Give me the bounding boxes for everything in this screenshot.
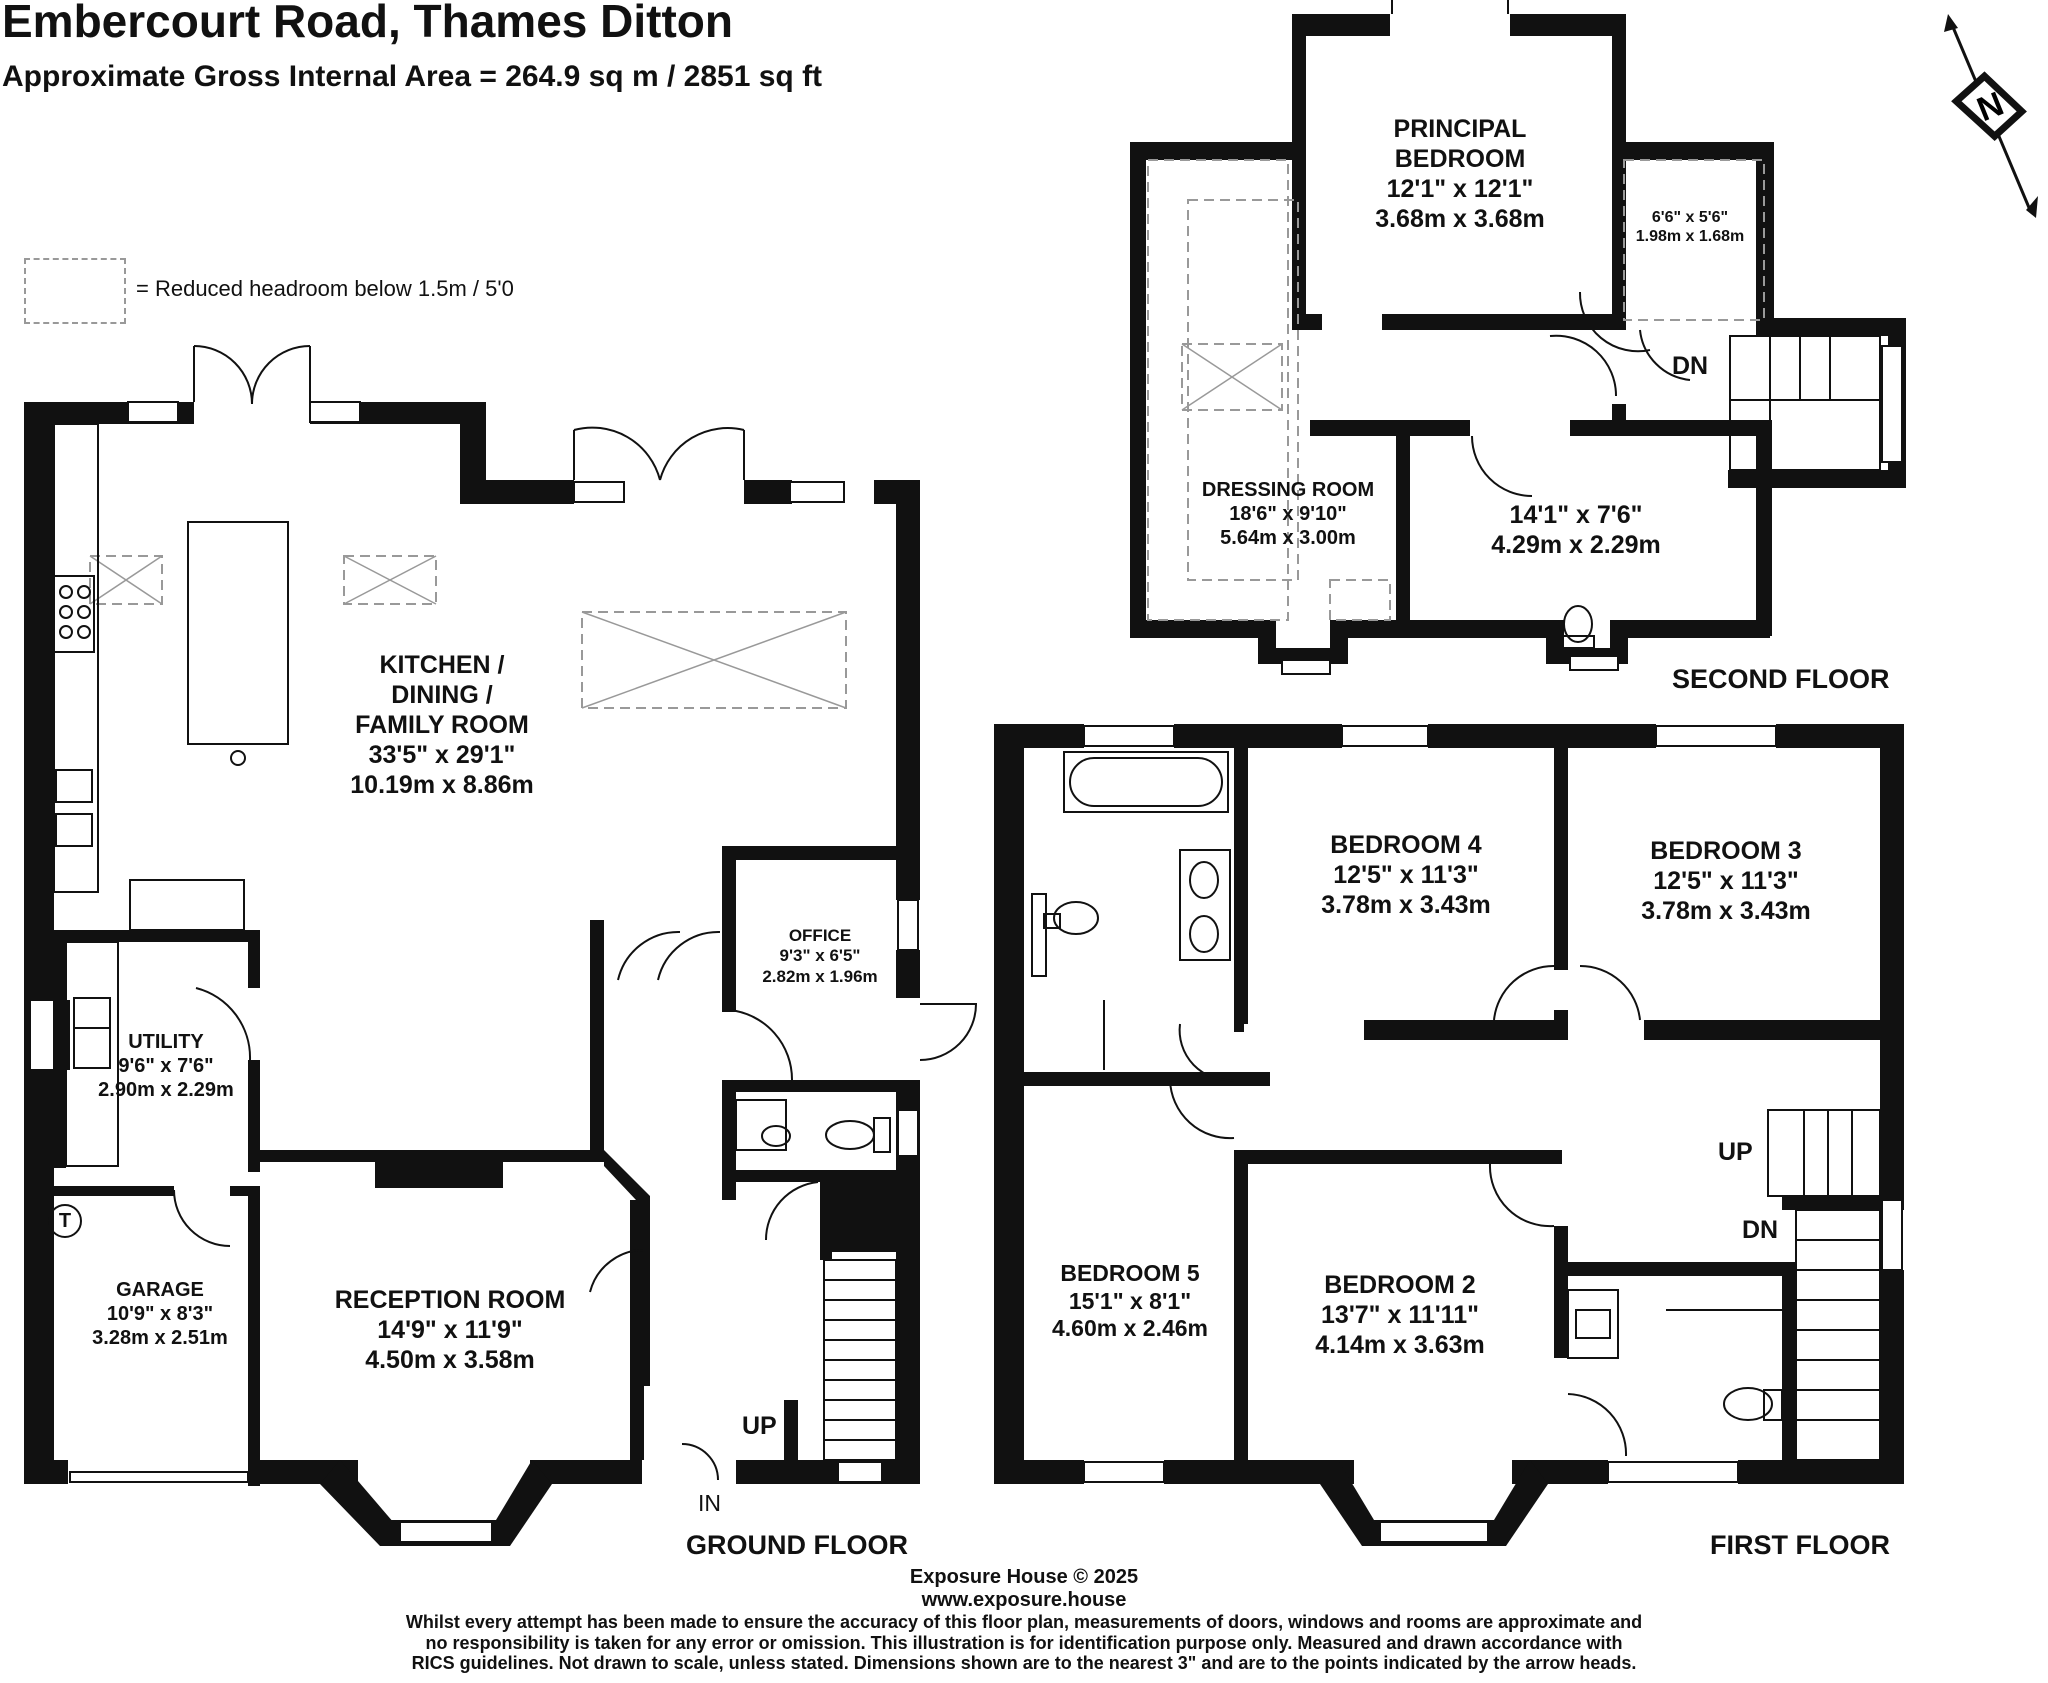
second-floor-bathroom-label: 14'1" x 7'6" 4.29m x 2.29m bbox=[1491, 501, 1661, 559]
second-floor-label: SECOND FLOOR bbox=[1672, 664, 1890, 694]
reduced-headroom-areas bbox=[89, 159, 1765, 709]
footer-company: Exposure House © 2025 bbox=[909, 1566, 1139, 1588]
dressing-room-label: DRESSING ROOM 18'6" x 9'10" 5.64m x 3.00… bbox=[1201, 479, 1375, 549]
stairs-up-ground-marker: UP bbox=[742, 1412, 777, 1440]
gross-area: Approximate Gross Internal Area = 264.9 … bbox=[2, 60, 823, 93]
utility-label: UTILITY 9'6" x 7'6" 2.90m x 2.29m bbox=[98, 1031, 234, 1101]
stairs-up-first-marker: UP bbox=[1718, 1138, 1753, 1166]
north-compass-icon: N bbox=[1940, 10, 2040, 225]
walls bbox=[24, 14, 1906, 1546]
footer: Exposure House © 2025 www.exposure.house… bbox=[0, 1566, 2048, 1674]
footer-url: www.exposure.house bbox=[921, 1589, 1127, 1611]
bedroom5-label: BEDROOM 5 15'1" x 8'1" 4.60m x 2.46m bbox=[1051, 1260, 1209, 1342]
bedroom3-label: BEDROOM 3 12'5" x 11'3" 3.78m x 3.43m bbox=[1641, 837, 1811, 925]
doors bbox=[173, 0, 1691, 1481]
first-floor-label: FIRST FLOOR bbox=[1710, 1530, 1890, 1560]
windows bbox=[29, 345, 1903, 1543]
reception-label: RECEPTION ROOM 14'9" x 11'9" 4.50m x 3.5… bbox=[334, 1286, 566, 1374]
office-label: OFFICE 9'3" x 6'5" 2.82m x 1.96m bbox=[762, 926, 878, 986]
entrance-marker: IN bbox=[698, 1490, 721, 1516]
fixtures bbox=[53, 335, 1881, 1461]
bedroom2-label: BEDROOM 2 13'7" x 11'11" 4.14m x 3.63m bbox=[1315, 1271, 1485, 1359]
ground-floor-label: GROUND FLOOR bbox=[686, 1530, 908, 1560]
kitchen-label: KITCHEN / DINING / FAMILY ROOM 33'5" x 2… bbox=[350, 651, 534, 799]
garage-label: GARAGE 10'9" x 8'3" 3.28m x 2.51m bbox=[92, 1279, 228, 1349]
principal-bedroom-label: PRINCIPAL BEDROOM 12'1" x 12'1" 3.68m x … bbox=[1375, 115, 1545, 233]
footer-disclaimer-3: RICS guidelines. Not drawn to scale, unl… bbox=[411, 1653, 1637, 1674]
thermostat-icon: T bbox=[48, 1204, 82, 1238]
footer-disclaimer-1: Whilst every attempt has been made to en… bbox=[405, 1612, 1643, 1632]
bedroom4-label: BEDROOM 4 12'5" x 11'3" 3.78m x 3.43m bbox=[1321, 831, 1491, 919]
reduced-headroom-key-text: = Reduced headroom below 1.5m / 5'0 bbox=[136, 276, 514, 301]
plan-title: Embercourt Road, Thames Ditton bbox=[2, 0, 733, 47]
stairs-down-first-marker: DN bbox=[1742, 1216, 1779, 1244]
ensuite-small-label: 6'6" x 5'6" 1.98m x 1.68m bbox=[1635, 209, 1745, 246]
reduced-headroom-key-box bbox=[24, 258, 126, 324]
stairs-down-second-marker: DN bbox=[1672, 352, 1709, 380]
skylight-crosses bbox=[89, 343, 1283, 709]
footer-disclaimer-2: no responsibility is taken for any error… bbox=[425, 1632, 1623, 1653]
